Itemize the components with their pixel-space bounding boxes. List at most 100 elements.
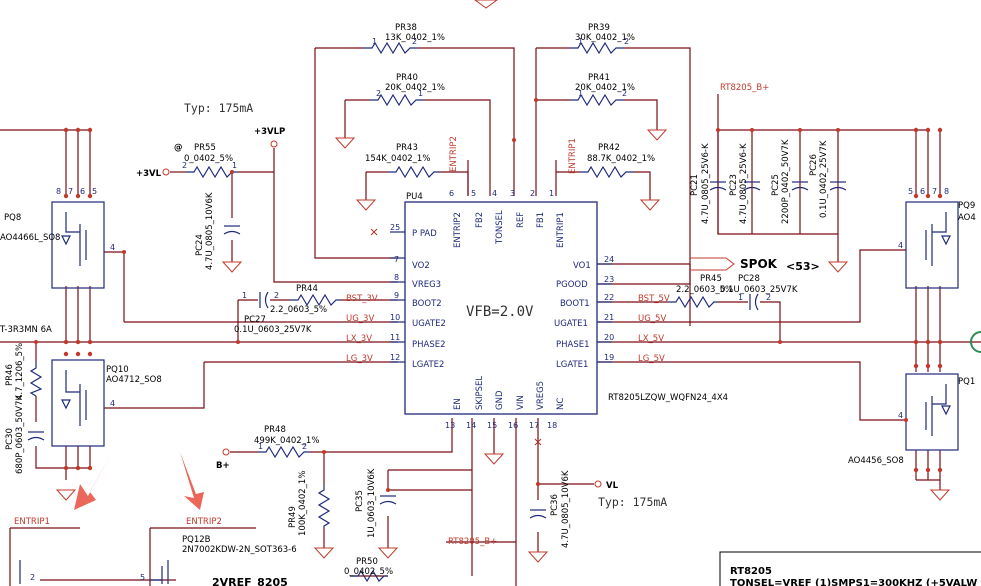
note-typ2: Typ: 175mA bbox=[598, 495, 667, 509]
ic-pin-num: 12 bbox=[390, 353, 400, 362]
pr38-val: 13K_0402_1% bbox=[385, 33, 445, 43]
net-lg5v: LG_5V bbox=[638, 354, 665, 364]
no-connect-marker bbox=[534, 438, 542, 446]
ground-icon bbox=[355, 199, 377, 211]
pin-num: 4 bbox=[110, 399, 115, 408]
pin-num: 5 bbox=[92, 187, 97, 196]
ic-pin-num: 18 bbox=[547, 421, 557, 430]
pin-num: 1 bbox=[738, 293, 743, 302]
pq11-val: AO4456_SO8 bbox=[848, 456, 904, 466]
net-lg3v: LG_3V bbox=[346, 354, 373, 364]
pr48-val: 499K_0402_1% bbox=[254, 436, 319, 446]
terminal-3vlp bbox=[270, 140, 278, 148]
ground-icon bbox=[377, 547, 399, 559]
ic-pin-name: ENTRIP1 bbox=[556, 212, 566, 248]
ic-pin-num: 6 bbox=[449, 189, 454, 198]
pr41-symbol bbox=[570, 93, 624, 107]
ic-pin-num: 14 bbox=[466, 421, 476, 430]
pr50-ref: PR50 bbox=[356, 557, 378, 567]
pr38-ref: PR38 bbox=[395, 23, 417, 33]
pr43-ref: PR43 bbox=[396, 143, 418, 153]
ic-pin-name: REF bbox=[516, 212, 526, 228]
ic-pin-num: 20 bbox=[604, 333, 614, 342]
pr40-ref: PR40 bbox=[396, 73, 418, 83]
net-vl: VL bbox=[606, 481, 619, 491]
pin-num: 2 bbox=[182, 161, 187, 170]
net-entrip2: ENTRIP2 bbox=[449, 136, 459, 172]
pr44-symbol bbox=[290, 293, 340, 307]
pin-num: 2 bbox=[376, 89, 381, 98]
ic-pin-num: 11 bbox=[390, 333, 400, 342]
pin-num: 1 bbox=[242, 291, 247, 300]
ic-ref: PU4 bbox=[406, 192, 423, 202]
pr55-symbol bbox=[186, 165, 238, 179]
pc25-ref: PC25 bbox=[771, 174, 781, 196]
ic-pin-num: 5 bbox=[471, 189, 476, 198]
pr55-ref: PR55 bbox=[194, 143, 216, 153]
pr43-symbol bbox=[388, 165, 440, 179]
junction-dots bbox=[34, 98, 943, 492]
pu4-ic-body bbox=[404, 201, 598, 415]
pr45-ref: PR45 bbox=[700, 274, 722, 284]
pq10-val: AO4712_SO8 bbox=[106, 375, 162, 385]
pc25-val: 2200P_0402_50V7K bbox=[781, 139, 791, 224]
ic-pin-num: 1 bbox=[549, 189, 554, 198]
ic-pin-name: BOOT1 bbox=[560, 299, 590, 309]
pc24-ref: PC24 bbox=[195, 234, 205, 256]
ic-pin-name: EN bbox=[453, 398, 463, 410]
pr40-symbol bbox=[370, 93, 424, 107]
pin-num: 2 bbox=[302, 442, 307, 451]
ground-icon bbox=[474, 0, 498, 9]
ic-pin-name: VIN bbox=[516, 395, 526, 410]
pq8-ref: PQ8 bbox=[4, 213, 21, 223]
ground-icon bbox=[55, 489, 77, 501]
pin-num: 2 bbox=[412, 37, 417, 46]
pc26-val: 0.1U_0402_25V7K bbox=[819, 140, 829, 218]
ic-pin-name: ENTRIP2 bbox=[453, 212, 463, 248]
pq12-ref: PQ12B bbox=[182, 535, 211, 545]
pin-num: 1 bbox=[372, 37, 377, 46]
net-vref: 2VREF_8205 bbox=[212, 576, 288, 586]
ic-pin-num: 7 bbox=[394, 255, 399, 264]
pin-num: 1 bbox=[258, 442, 263, 451]
pr46-symbol bbox=[29, 362, 43, 397]
ground-icon bbox=[929, 489, 951, 501]
ic-pin-name: LGATE2 bbox=[412, 360, 444, 370]
pc27-val: 0.1U_0603_25V7K bbox=[234, 325, 312, 335]
ic-pin-num: 16 bbox=[508, 421, 518, 430]
arrow-icon bbox=[74, 452, 112, 510]
ic-pin-num: 22 bbox=[604, 293, 614, 302]
pin-num: 7 bbox=[68, 187, 73, 196]
pc26-ref: PC26 bbox=[809, 154, 819, 176]
pr55-val: 0_0402_5% bbox=[184, 154, 233, 164]
no-connect-marker bbox=[370, 228, 378, 236]
net-ref53: <53> bbox=[786, 260, 820, 273]
pr41-ref: PR41 bbox=[588, 73, 610, 83]
pr39-ref: PR39 bbox=[588, 23, 610, 33]
ground-icon bbox=[221, 261, 243, 273]
resistor-symbols bbox=[29, 41, 718, 583]
pr49-val: 100K_0402_1% bbox=[298, 471, 308, 536]
pq10-ref: PQ10 bbox=[106, 365, 129, 375]
ic-pin-num: 17 bbox=[529, 421, 539, 430]
terminal-3vl bbox=[162, 168, 170, 176]
pc28-ref: PC28 bbox=[738, 274, 760, 284]
pin-num: 2 bbox=[766, 293, 771, 302]
pq9-ref: PQ9 bbox=[958, 201, 975, 211]
pc23-val: 4.7U_0805_25V6-K bbox=[739, 143, 749, 224]
pc35-ref: PC35 bbox=[355, 490, 365, 512]
pq8-body bbox=[51, 201, 105, 289]
pin-num: 6 bbox=[80, 187, 85, 196]
ic-pin-name: PHASE2 bbox=[412, 340, 446, 350]
ic-pin-name: VREG3 bbox=[412, 280, 441, 290]
ic-pin-name: PHASE1 bbox=[556, 340, 590, 350]
ic-pin-name: FB2 bbox=[475, 212, 485, 228]
ic-pin-num: 23 bbox=[604, 275, 614, 284]
pr49-ref: PR49 bbox=[288, 506, 298, 528]
ground-symbols bbox=[55, 0, 951, 563]
pr42-symbol bbox=[580, 165, 634, 179]
connector-mark bbox=[970, 331, 981, 353]
net-rt8205b: RT8205_B+ bbox=[720, 83, 769, 93]
ground-icon bbox=[646, 129, 668, 141]
mosfet-boxes bbox=[51, 201, 959, 451]
